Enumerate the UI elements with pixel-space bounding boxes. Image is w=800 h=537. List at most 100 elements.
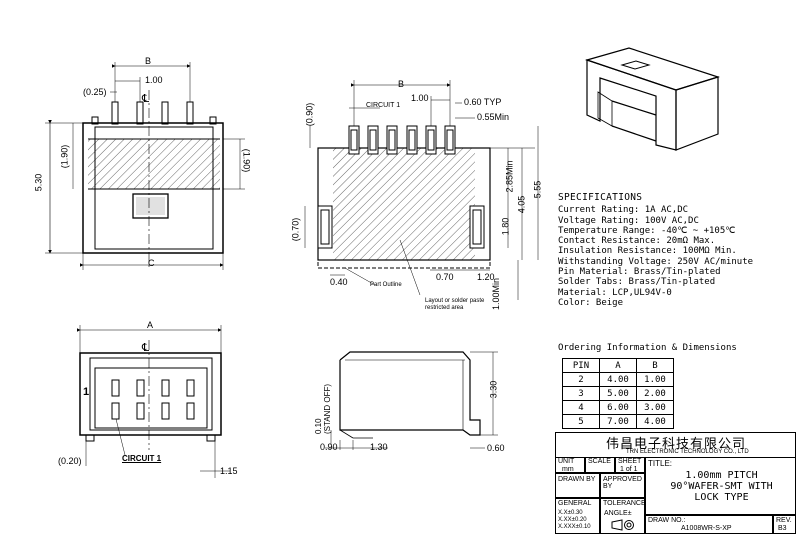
table-cell: 4.00 — [599, 372, 637, 387]
scale-label: SCALE — [588, 458, 611, 465]
unit-label: UNIT — [558, 458, 575, 465]
dim-standoff: 0.10 (STAND OFF) — [314, 383, 333, 435]
part-outline-label: Part Outline — [370, 282, 402, 288]
table-cell: 7.00 — [599, 414, 637, 429]
dim-330-side: 3.30 — [488, 380, 499, 399]
dim-offset-front: (0.25) — [83, 87, 107, 97]
dim-180-top: 1.80 — [500, 217, 511, 236]
circuit1-bottom-label: CIRCUIT 1 — [122, 454, 162, 463]
sheet-label: SHEET — [618, 458, 642, 465]
dim-090-side: 0.90 — [320, 442, 338, 452]
table-cell: 3 — [562, 386, 600, 401]
rev-label: REV. — [776, 517, 792, 524]
drawing-title: 1.00mm PITCH 90°WAFER-SMT WITH LOCK TYPE — [670, 470, 773, 503]
dim-285-top: 2.85Min — [504, 160, 515, 193]
general-label: GENERAL — [558, 500, 592, 507]
table-cell: 4 — [562, 400, 600, 415]
tolerance-cell: TOLERANCE ANGLE± — [600, 498, 646, 534]
dim-c-front: C — [148, 258, 155, 268]
table-row: 5 7.00 4.00 — [562, 414, 674, 429]
iso-view — [584, 47, 720, 151]
dim-pitch-top: 1.00 — [411, 93, 429, 103]
side-view — [325, 351, 498, 450]
table-cell: 5 — [562, 414, 600, 429]
title-block: 伟昌电子科技有限公司 TRN ELECTRONIC TECHNOLOGY CO.… — [555, 432, 796, 534]
table-header-row: PIN A B — [562, 358, 674, 373]
drawn-by-cell: DRAWN BY — [555, 473, 600, 498]
drawn-by-label: DRAWN BY — [558, 476, 596, 483]
spec-line: Contact Resistance: 20mΩ Max. — [558, 236, 716, 247]
dim-typ-top: 0.60 TYP — [464, 97, 502, 107]
top-view — [304, 80, 539, 300]
title-cell: TITLE: 1.00mm PITCH 90°WAFER-SMT WITH LO… — [645, 457, 796, 515]
col-header: B — [636, 358, 674, 373]
company-name-cn: 伟昌电子科技有限公司 — [606, 437, 747, 452]
approved-by-cell: APPROVED BY — [600, 473, 645, 498]
table-row: 3 5.00 2.00 — [562, 386, 674, 401]
spec-line: Pin Material: Brass/Tin-plated — [558, 267, 721, 278]
dim-b-front: B — [145, 56, 152, 66]
table-row: 4 6.00 3.00 — [562, 400, 674, 415]
ordering-title: Ordering Information & Dimensions — [558, 343, 737, 353]
projection-symbol-icon — [611, 519, 634, 531]
table-cell: 2.00 — [636, 386, 674, 401]
rev-value: B3 — [778, 525, 787, 532]
spec-line: Current Rating: 1A AC,DC — [558, 205, 689, 216]
spec-line: Withstanding Voltage: 250V AC/minute — [558, 256, 754, 267]
dim-070b-top: 0.70 — [436, 272, 454, 282]
dim-190-left: (1.90) — [59, 144, 70, 169]
spec-line: Color: Beige — [558, 297, 624, 308]
dim-555-top: 5.55 — [532, 180, 543, 199]
centerline-mark: ℄ — [142, 93, 150, 105]
tolerance-label: TOLERANCE — [603, 500, 646, 507]
restricted-area-label: Layout or solder paste restricted area — [425, 298, 485, 311]
company-name-en: TRN ELECTRONIC TECHNOLOGY CO., LTD — [626, 449, 749, 455]
rev-cell: REV. B3 — [773, 515, 796, 534]
dim-min055: 0.55Min — [477, 112, 510, 122]
spec-line: Insulation Resistance: 100MΩ Min. — [558, 246, 737, 257]
dim-060-side: 0.60 — [487, 443, 505, 453]
general-tol-cell: GENERAL X.X±0.30 X.XX±0.20 X.XXX±0.10 — [555, 498, 600, 534]
sheet-value: 1 of 1 — [620, 466, 638, 473]
dim-100min-top: 1.00Min — [491, 277, 501, 310]
specifications-title: SPECIFICATIONS — [558, 192, 643, 203]
dim-115-bottom: 1.15 — [220, 466, 238, 476]
table-cell: 4.00 — [636, 414, 674, 429]
draw-no-cell: DRAW NO.: A1008WR-S-XP — [645, 515, 773, 534]
spec-line: Temperature Range: -40℃ ~ +105℃ — [558, 225, 736, 236]
circuit1-top-label: CIRCUIT 1 — [366, 102, 401, 109]
dim-190-right: (1.90) — [241, 148, 252, 173]
dim-b-top: B — [398, 79, 405, 89]
angle-label: ANGLE± — [604, 510, 632, 517]
draw-no-value: A1008WR-S-XP — [681, 525, 732, 532]
specifications-block: SPECIFICATIONS Current Rating: 1A AC,DC … — [558, 192, 754, 308]
spec-line: Solder Tabs: Brass/Tin-plated — [558, 277, 716, 288]
dim-height-front: 5.30 — [33, 173, 44, 192]
dim-090-top: (0.90) — [304, 102, 315, 127]
col-header: A — [599, 358, 637, 373]
pin1-marker: 1 — [83, 386, 90, 398]
dim-120-top: 1.20 — [477, 272, 495, 282]
table-cell: 3.00 — [636, 400, 674, 415]
tol-line-1: X.X±0.30 — [558, 510, 583, 516]
company-header: 伟昌电子科技有限公司 TRN ELECTRONIC TECHNOLOGY CO.… — [555, 432, 796, 457]
table-cell: 1.00 — [636, 372, 674, 387]
dim-040-top: 0.40 — [330, 277, 348, 287]
bottom-view — [77, 325, 230, 478]
approved-by-label: APPROVED BY — [603, 476, 642, 490]
col-header: PIN — [562, 358, 600, 373]
ordering-table: PIN A B 2 4.00 1.00 3 5.00 2.00 4 6.00 3… — [562, 358, 674, 429]
unit-value: mm — [562, 466, 574, 473]
scale-cell: SCALE — [585, 457, 615, 473]
draw-no-label: DRAW NO.: — [648, 517, 686, 524]
spec-line: Material: LCP,UL94V-0 — [558, 287, 672, 298]
dim-pitch-front: 1.00 — [145, 75, 163, 85]
dim-070-top: (0.70) — [290, 217, 301, 242]
dim-a-bottom: A — [147, 320, 154, 330]
dim-020-bottom: (0.20) — [58, 456, 82, 466]
centerline-mark-bottom: ℄ — [142, 342, 150, 354]
dim-405-top: 4.05 — [516, 195, 527, 214]
